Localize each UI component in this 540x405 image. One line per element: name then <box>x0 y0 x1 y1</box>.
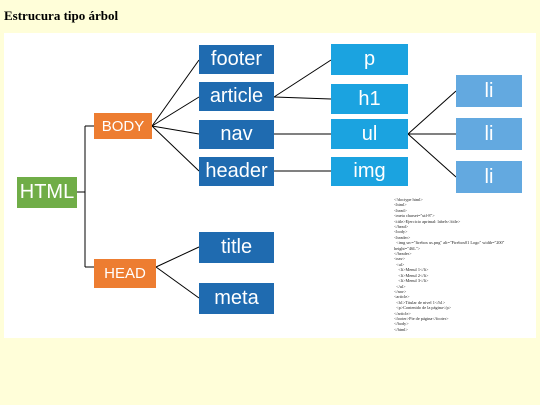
code-line: </html> <box>394 326 408 332</box>
node-meta: meta <box>199 283 274 314</box>
code-line: </ul> <box>394 283 406 289</box>
code-line: height="46L"> <box>394 245 421 251</box>
connector-article-h1 <box>273 96 332 100</box>
code-line: <header> <box>394 234 411 240</box>
code-line: </head> <box>394 224 409 230</box>
code-line: <p>Contenido de la página</p> <box>394 305 452 311</box>
node-nav: nav <box>199 120 274 149</box>
connector-ul-li3 <box>407 133 457 178</box>
code-line: <head> <box>394 207 407 213</box>
code-line: </body> <box>394 321 409 327</box>
code-line: </header> <box>394 251 412 257</box>
node-body: BODY <box>94 113 152 139</box>
connector-head-meta <box>155 266 200 299</box>
connector-body-footer <box>151 59 200 127</box>
code-line: <nav> <box>394 256 406 262</box>
node-img: img <box>331 157 408 186</box>
connector-body-header <box>151 125 200 172</box>
node-article: article <box>199 82 274 111</box>
connector-article-p <box>273 59 332 98</box>
code-line: <ul> <box>394 261 405 267</box>
code-line: <body> <box>394 229 408 235</box>
connector-body-article <box>151 96 200 127</box>
connector-lines <box>77 59 457 299</box>
code-line: <h1>Titular de nivel 1</h1> <box>394 299 446 305</box>
node-p: p <box>331 44 408 75</box>
code-line: <title>Ejercicio aprimal: labels</title> <box>394 218 461 224</box>
code-line: <img src="firebox us.png" alt="Firebox01… <box>394 240 505 246</box>
page-title: Estrucura tipo árbol <box>4 8 119 23</box>
node-html: HTML <box>17 177 77 208</box>
node-li-3: li <box>456 161 522 193</box>
html-code-sample: <!doctype html><html><head><meta charset… <box>394 197 534 332</box>
code-line: <li>Menul 3</li> <box>394 278 429 284</box>
code-line: <meta charset="utf-8"> <box>394 213 435 219</box>
node-ul: ul <box>331 119 408 149</box>
code-line: <!doctype html> <box>394 197 423 202</box>
code-line: <html> <box>394 202 407 208</box>
connector-body-nav <box>151 125 200 135</box>
code-line: </article> <box>394 310 411 316</box>
connector-head-title <box>155 246 200 268</box>
node-title: title <box>199 232 274 263</box>
code-line: <li>Menul 1</li> <box>394 267 429 273</box>
node-h1: h1 <box>331 84 408 114</box>
tree-diagram: HTML BODY HEAD footer article nav header… <box>4 33 536 338</box>
code-line: <article> <box>394 294 410 300</box>
node-head: HEAD <box>94 259 156 288</box>
code-line: </nav> <box>394 288 407 294</box>
node-li-1: li <box>456 75 522 107</box>
node-header: header <box>199 157 274 186</box>
code-line: <li>Menul 2</li> <box>394 272 429 278</box>
code-line: <footer>Pie de página</footer> <box>394 315 449 321</box>
node-footer: footer <box>199 45 274 74</box>
node-li-2: li <box>456 118 522 150</box>
connector-ul-li1 <box>407 90 457 135</box>
